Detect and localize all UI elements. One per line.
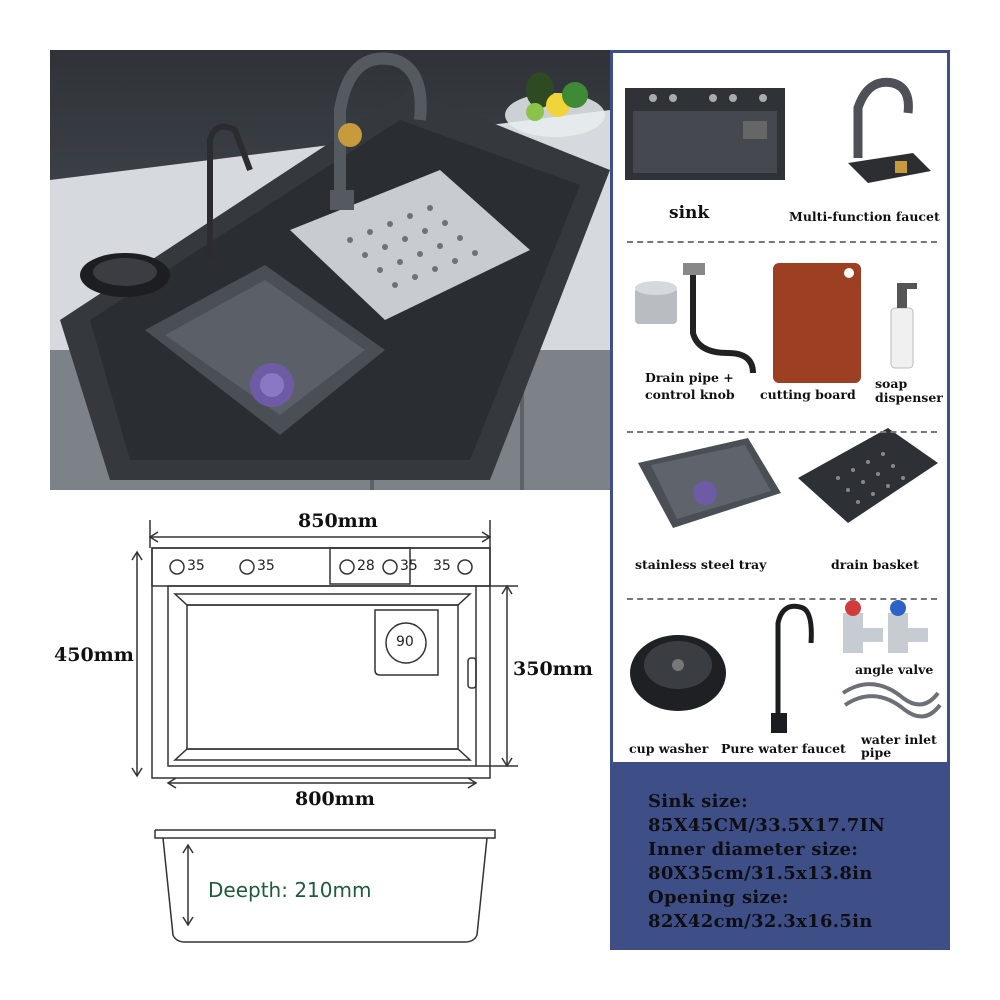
divider-2 xyxy=(627,431,937,433)
cutting-board-label: cutting board xyxy=(760,387,856,402)
sink-photo-illustration xyxy=(50,52,610,490)
size-info-box: Sink size: 85X45CM/33.5X17.7IN Inner dia… xyxy=(610,765,950,950)
divider-1 xyxy=(627,241,937,243)
pure-water-faucet-image xyxy=(771,603,814,733)
drain-basket-image xyxy=(798,428,938,523)
hole-size-5: 35 xyxy=(433,558,451,574)
cup-washer-image xyxy=(630,635,726,711)
faucet-label: Multi-function faucet xyxy=(789,209,940,224)
accessory-illustrations xyxy=(625,77,942,733)
opening-size-heading: Opening size: xyxy=(648,887,789,908)
opening-size-value: 82X42cm/32.3x16.5in xyxy=(648,911,873,932)
overall-width-label: 850mm xyxy=(298,510,378,532)
product-photo xyxy=(50,50,610,490)
inner-width-label: 800mm xyxy=(295,788,375,810)
water-inlet-pipe-label-2: pipe xyxy=(861,745,892,760)
sink-size-value: 85X45CM/33.5X17.7IN xyxy=(648,815,886,836)
overall-depth-label: 450mm xyxy=(54,644,134,666)
angle-valve-label: angle valve xyxy=(855,662,934,677)
basket-label: drain basket xyxy=(831,557,919,572)
cup-washer-label: cup washer xyxy=(629,741,709,756)
stainless-steel-tray-image xyxy=(638,438,781,528)
sink-outline-drawing xyxy=(131,520,518,943)
pure-water-faucet-label: Pure water faucet xyxy=(721,741,846,756)
tray-label: stainless steel tray xyxy=(635,557,767,572)
sink-label: sink xyxy=(669,203,710,223)
cup-washer-hole-size: 90 xyxy=(396,634,414,650)
cutting-board-image xyxy=(773,263,861,383)
inner-size-heading: Inner diameter size: xyxy=(648,839,859,860)
water-inlet-pipe-label-1: water inlet xyxy=(861,732,937,747)
inner-size-value: 80X35cm/31.5x13.8in xyxy=(648,863,873,884)
soap-dispenser-label-1: soap xyxy=(875,376,908,391)
soap-dispenser-image xyxy=(890,283,917,369)
sink-image xyxy=(625,88,785,180)
water-inlet-pipe-image xyxy=(841,682,942,719)
drain-pipe-label-2: control knob xyxy=(645,387,735,402)
angle-valve-image xyxy=(843,600,928,653)
drain-pipe-label-1: Drain pipe + xyxy=(645,370,734,385)
soap-dispenser-label-2: dispenser xyxy=(875,390,943,405)
sink-size-heading: Sink size: xyxy=(648,791,748,812)
inner-depth-label: 350mm xyxy=(513,658,593,680)
drain-pipe-image xyxy=(635,263,756,374)
bowl-depth-label: Deepth: 210mm xyxy=(208,878,372,902)
multi-function-faucet-image xyxy=(848,77,931,183)
hole-size-1: 35 xyxy=(187,558,205,574)
accessories-panel: sink Multi-function faucet Drain pipe + … xyxy=(610,50,950,765)
hole-size-2: 35 xyxy=(257,558,275,574)
hole-size-4: 35 xyxy=(400,558,418,574)
dimension-drawing: 850mm 450mm 350mm 800mm 35 35 28 35 35 9… xyxy=(40,500,610,950)
divider-3 xyxy=(627,598,937,600)
hole-size-3: 28 xyxy=(357,558,375,574)
